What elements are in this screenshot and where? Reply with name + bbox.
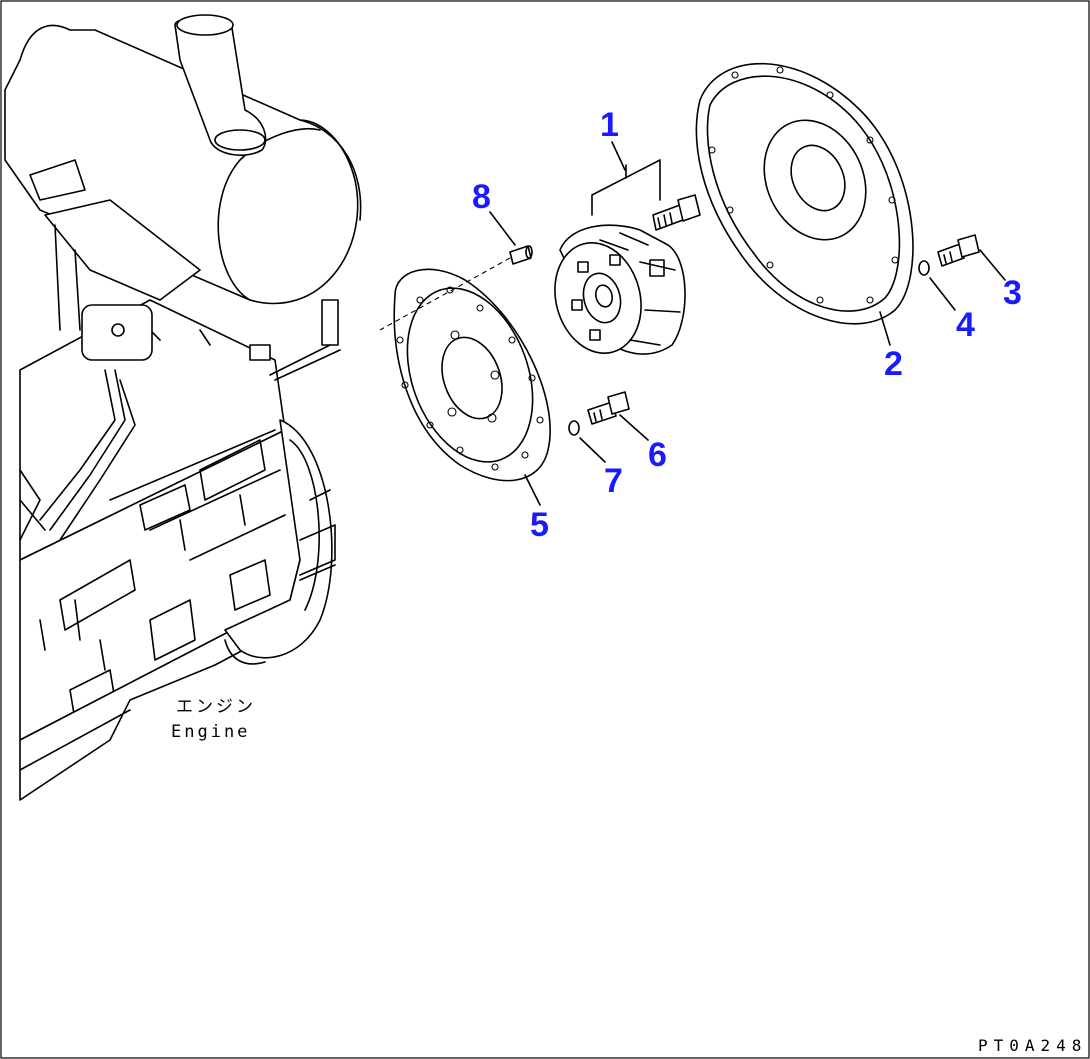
callout-7: 7 <box>604 462 623 500</box>
engine-label-japanese: エンジン <box>176 697 256 717</box>
engine-drawing <box>4 14 362 801</box>
callout-1: 1 <box>600 106 619 144</box>
leader-lines <box>489 141 1006 506</box>
bolt-3 <box>937 234 980 267</box>
callout-2: 2 <box>884 345 903 383</box>
callout-6: 6 <box>648 436 667 474</box>
callout-8: 8 <box>472 178 491 216</box>
drawing-code: PT0A248 <box>978 1036 1087 1055</box>
dowel-pin <box>379 245 533 331</box>
drive-plate <box>393 268 551 482</box>
engine-label-english: Engine <box>171 722 250 742</box>
coupling <box>554 159 701 355</box>
flywheel-housing-plate <box>695 62 914 325</box>
callout-4: 4 <box>956 306 975 344</box>
washer-7 <box>568 420 580 436</box>
callout-3: 3 <box>1003 274 1022 312</box>
callout-5: 5 <box>530 506 549 544</box>
washer-4 <box>918 260 930 276</box>
bolt-6 <box>587 391 630 425</box>
